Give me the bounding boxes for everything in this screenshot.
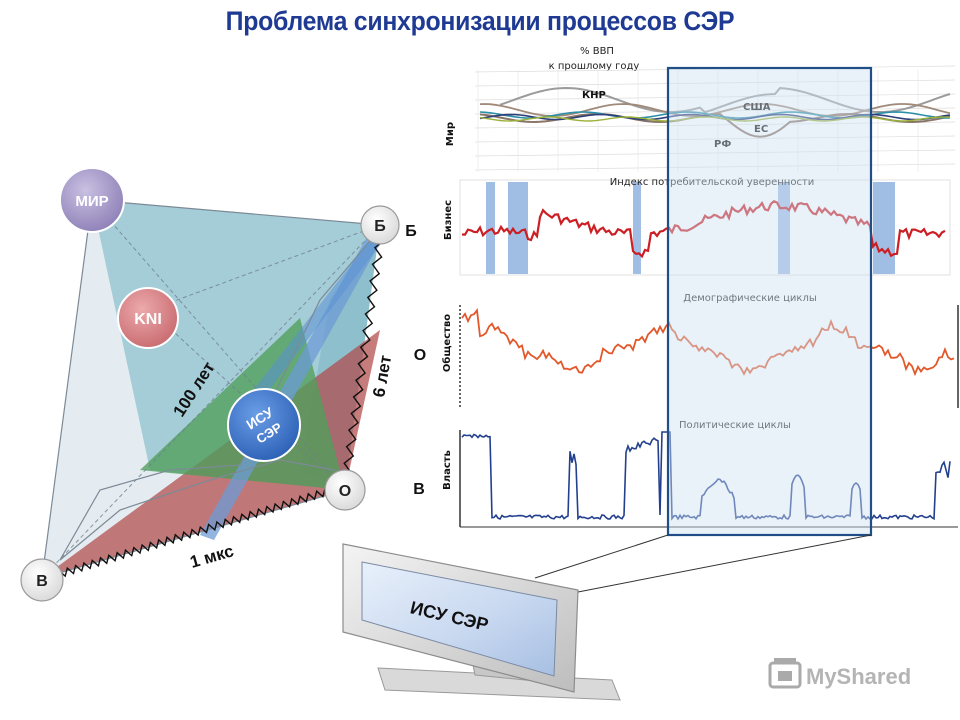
node-kni-label: KNI [134, 311, 162, 328]
node-kni[interactable]: KNI [117, 287, 179, 349]
blue-beam-2 [230, 240, 380, 428]
isu-ser-monitor: ИСУ СЭР [342, 534, 872, 701]
page-title: Проблема синхронизации процессов СЭР [225, 6, 735, 36]
myshared-logo-icon [768, 658, 802, 689]
gdp-gridline [474, 149, 956, 157]
business-title: Индекс потребительской уверенности [610, 177, 815, 188]
society-side-letter: О [414, 347, 426, 364]
gdp-gridline [474, 135, 956, 143]
node-o[interactable]: О [324, 469, 366, 511]
business-band [486, 182, 495, 274]
business-band [873, 182, 895, 274]
power-title: Политические циклы [679, 420, 791, 431]
power-chart: Политические циклы Власть В [413, 420, 958, 528]
gdp-series-label-china: КНР [582, 90, 606, 101]
business-band [778, 182, 790, 274]
gdp-unit-line1: % ВВП [580, 46, 614, 57]
gdp-ylabel: Мир [445, 122, 456, 146]
node-b[interactable]: Б [360, 205, 400, 245]
sync-window-highlight[interactable] [666, 66, 873, 537]
power-ylabel: Власть [442, 450, 453, 490]
gdp-gridline [474, 163, 956, 171]
gdp-gridline [474, 121, 956, 129]
myshared-watermark: MyShared [768, 658, 911, 689]
label-1-microsecond: 1 мкс [188, 541, 236, 572]
node-v-label: В [36, 573, 48, 590]
business-chart: Индекс потребительской уверенности Бизне… [405, 177, 951, 276]
society-chart: Демографические циклы Общество О [414, 293, 959, 408]
gdp-series-label-usa: США [743, 102, 771, 113]
zigzag-edge-six-years [343, 240, 385, 474]
node-mir-label: МИР [75, 193, 108, 210]
zigzag-edge-microsecond [58, 488, 326, 578]
gdp-series-label-russia: РФ [714, 139, 731, 150]
gdp-gridline [474, 93, 956, 101]
blue-beam-1 [200, 228, 386, 540]
power-side-letter: В [413, 481, 425, 498]
gdp-series-label-eu: ЕС [754, 124, 768, 135]
node-isu-ser[interactable]: ИСУ СЭР [227, 388, 301, 462]
node-v[interactable]: В [20, 558, 64, 602]
monitor-screen[interactable] [361, 561, 558, 677]
watermark-text: MyShared [806, 664, 911, 689]
node-b-label: Б [374, 218, 386, 235]
business-series-line [461, 200, 946, 259]
business-ylabel: Бизнес [443, 200, 454, 240]
node-o-label: О [339, 483, 351, 500]
pyramid-diagram: 100 лет 6 лет 1 мкс МИР KNI ИСУ СЭР Б О [20, 167, 400, 602]
power-series-line [461, 431, 951, 521]
node-mir[interactable]: МИР [59, 167, 125, 233]
gdp-line-china [499, 86, 951, 114]
gdp-unit-line2: к прошлому году [549, 61, 640, 72]
gdp-gridline [474, 79, 956, 87]
business-band [508, 182, 528, 274]
society-title: Демографические циклы [683, 293, 816, 304]
gdp-gridline [474, 107, 956, 115]
business-band [633, 182, 641, 274]
business-side-letter: Б [405, 223, 417, 240]
society-ylabel: Общество [441, 314, 453, 372]
